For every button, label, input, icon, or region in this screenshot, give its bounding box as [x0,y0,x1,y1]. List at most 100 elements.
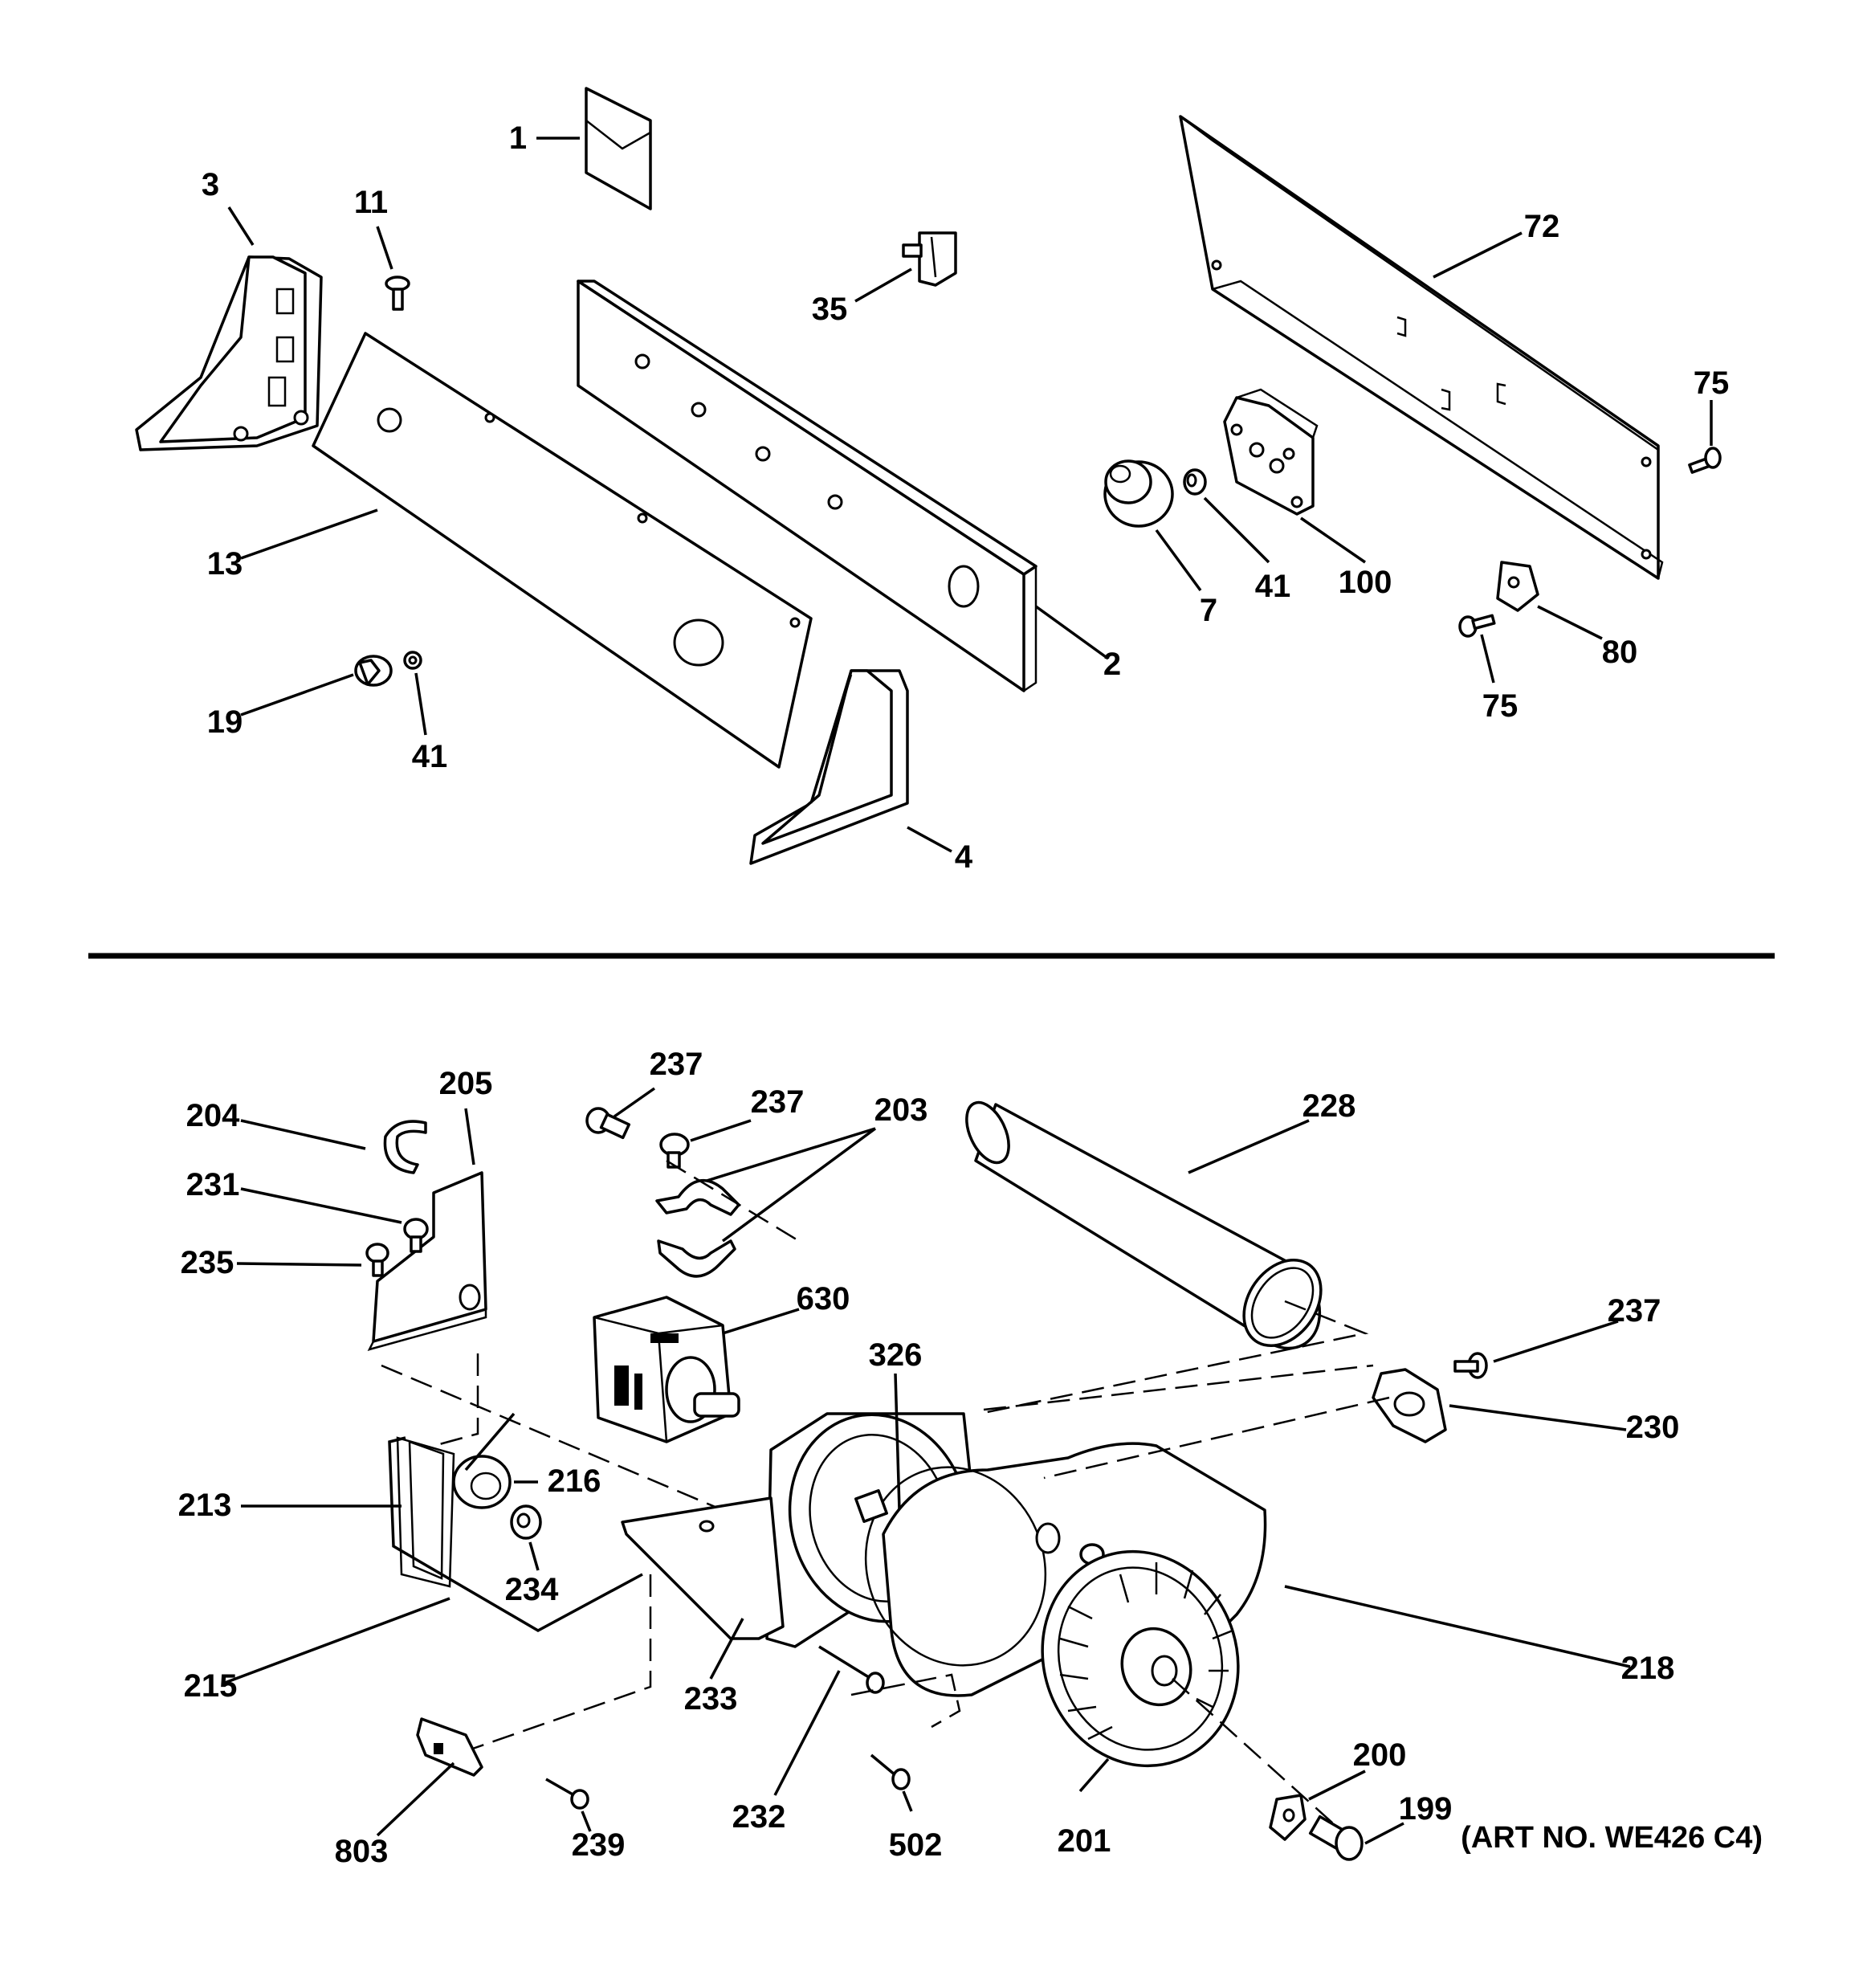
callout-228: 228 [1302,1088,1356,1124]
leader-7 [1155,529,1202,592]
callout-80: 80 [1602,635,1638,670]
part-803-switch [416,1717,483,1777]
part-41-spacer-upper [1183,468,1207,496]
leader-4 [907,826,952,853]
dashed-205-to-pulley [433,1353,479,1447]
leader-204 [240,1119,366,1150]
leader-237-c [1493,1320,1619,1363]
callout-233: 233 [684,1681,738,1717]
callout-41-upper: 41 [1255,569,1291,604]
part-204-clip [383,1120,427,1174]
callout-11: 11 [354,185,388,220]
dashed-203-axis [666,1159,800,1243]
callout-13: 13 [207,546,243,582]
leader-237-b [690,1119,752,1142]
part-80-bracket [1496,561,1539,612]
leader-502 [902,1790,913,1812]
leader-11 [376,226,393,270]
part-203-clamp [655,1178,740,1278]
part-237-screw-c [1453,1352,1488,1379]
part-199-bolt [1308,1815,1364,1861]
leader-13 [240,508,378,560]
part-7-timer-knob [1103,459,1174,528]
leader-326 [894,1373,901,1511]
leader-201 [1078,1757,1110,1793]
part-35-switch [902,231,957,287]
callout-502: 502 [889,1827,943,1863]
leader-72 [1433,231,1523,279]
callout-232: 232 [732,1799,786,1835]
leader-218 [1284,1585,1631,1668]
dashed-230-axis [1043,1396,1390,1480]
part-502-screw [870,1753,911,1790]
part-237-screw-b [659,1133,690,1169]
callout-239: 239 [572,1827,626,1863]
callout-234: 234 [505,1572,559,1607]
part-41-spacer-lower [403,651,422,670]
part-201-blower-wheel [1041,1549,1240,1768]
leader-2 [1034,605,1110,660]
part-200-clip [1269,1794,1307,1841]
leader-100 [1300,516,1366,564]
leader-233 [709,1618,744,1680]
dashed-201-axis [1172,1678,1334,1824]
leader-231 [240,1187,402,1224]
leader-200 [1308,1770,1366,1801]
callout-215: 215 [184,1668,238,1704]
part-1-envelope [585,87,652,210]
callout-35: 35 [812,292,848,327]
part-232-bolt [818,1645,885,1694]
part-19-knob [354,655,393,687]
leader-19 [240,673,354,716]
leader-228 [1188,1119,1310,1174]
part-230-thermostat [1372,1368,1447,1443]
callout-803: 803 [335,1834,389,1869]
dashed-230-top [983,1364,1374,1411]
dashed-to-switch [465,1574,652,1753]
callout-237-c: 237 [1608,1293,1661,1329]
callout-218: 218 [1621,1651,1675,1686]
part-215-idler-arm [388,1436,643,1633]
leader-215 [224,1597,450,1684]
leader-3 [227,206,255,246]
part-235-screw [365,1243,389,1277]
callout-72: 72 [1524,209,1560,244]
callout-216: 216 [548,1463,601,1499]
callout-41-lower: 41 [412,739,448,774]
part-228-exhaust-duct [965,1100,1323,1350]
part-630-motor [593,1296,740,1443]
leader-235 [236,1262,362,1267]
callout-203: 203 [874,1092,928,1128]
part-11-screw [385,276,410,311]
callout-100: 100 [1339,565,1392,600]
callout-204: 204 [186,1098,240,1133]
leader-205 [464,1108,475,1165]
callout-2: 2 [1103,647,1121,682]
callout-19: 19 [207,704,243,740]
part-231-screw [403,1218,429,1253]
part-233-motor-base [621,1496,785,1640]
leader-75-lower [1480,634,1495,684]
leader-203-b [721,1127,877,1243]
part-216-idler-pulley [452,1412,516,1509]
dashed-205-to-base [381,1364,724,1512]
dashed-502-axis [850,1673,961,1729]
callout-231: 231 [186,1167,240,1202]
part-75-screw-lower [1458,614,1496,638]
leader-199 [1364,1822,1404,1845]
art-number: (ART NO. WE426 C4) [1461,1821,1763,1855]
part-3-left-endcap [135,255,323,451]
part-237-screw-a [585,1107,631,1140]
leader-41-upper [1203,496,1270,564]
part-2-backsplash-rail [577,280,1037,692]
part-72-back-panel [1179,115,1664,580]
callout-326: 326 [869,1337,923,1373]
callout-75-upper: 75 [1694,365,1730,401]
leader-630 [722,1308,800,1335]
callout-201: 201 [1058,1823,1111,1859]
part-100-timer [1223,388,1319,516]
callout-230: 230 [1626,1410,1680,1445]
leader-203-a [706,1127,876,1182]
